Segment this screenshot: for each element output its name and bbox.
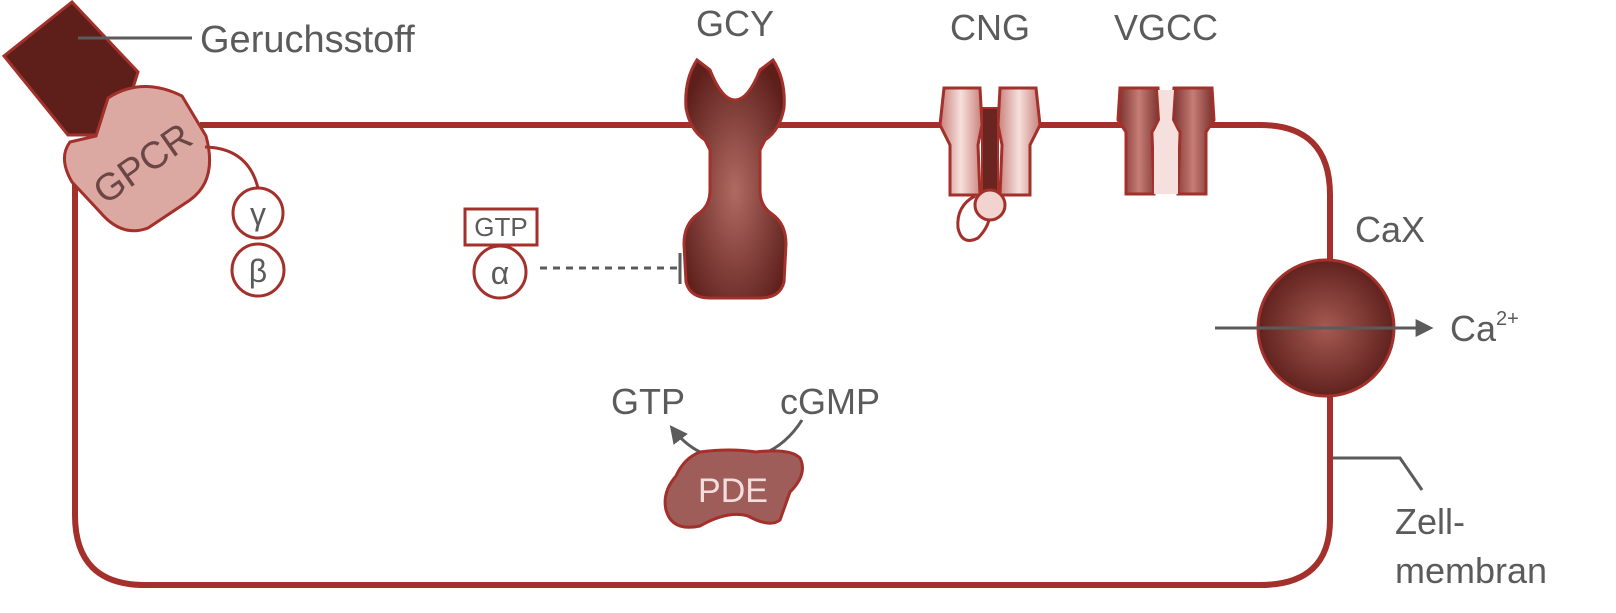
gtp-product-label: GTP bbox=[611, 381, 685, 422]
gpcr-gprotein-link bbox=[204, 145, 260, 189]
odorant-molecule bbox=[1, 0, 140, 137]
gtp-box-label: GTP bbox=[474, 212, 527, 242]
cng-label: CNG bbox=[950, 7, 1030, 48]
pde-enzyme bbox=[663, 448, 804, 529]
odorant-label: Geruchsstoff bbox=[200, 19, 415, 61]
gtp-box bbox=[463, 207, 539, 247]
gamma-label: γ bbox=[250, 196, 266, 232]
membrane-label-line2: membran bbox=[1395, 550, 1547, 591]
gamma-subunit bbox=[231, 186, 285, 240]
cng-channel bbox=[938, 86, 1042, 197]
gcy-label: GCY bbox=[696, 3, 774, 44]
cng-tail bbox=[956, 194, 992, 242]
beta-label: β bbox=[249, 253, 267, 289]
cng-binding-site bbox=[973, 188, 1007, 222]
pde-label: PDE bbox=[698, 472, 768, 510]
alpha-subunit bbox=[472, 244, 528, 300]
vgcc-channel bbox=[1116, 86, 1216, 196]
beta-subunit bbox=[230, 242, 286, 298]
gcy-protein bbox=[682, 57, 788, 300]
membrane-label-leader bbox=[1333, 456, 1424, 491]
cax-label: CaX bbox=[1355, 209, 1425, 250]
cell-membrane bbox=[72, 122, 1333, 588]
alpha-label: α bbox=[491, 255, 510, 291]
calcium-charge: 2+ bbox=[1496, 308, 1519, 330]
vgcc-label: VGCC bbox=[1114, 7, 1218, 48]
cgmp-label: cGMP bbox=[780, 381, 880, 422]
gpcr-receptor bbox=[63, 85, 212, 233]
calcium-label: Ca2+ bbox=[1450, 308, 1519, 349]
membrane-label-line1: Zell- bbox=[1395, 501, 1465, 542]
